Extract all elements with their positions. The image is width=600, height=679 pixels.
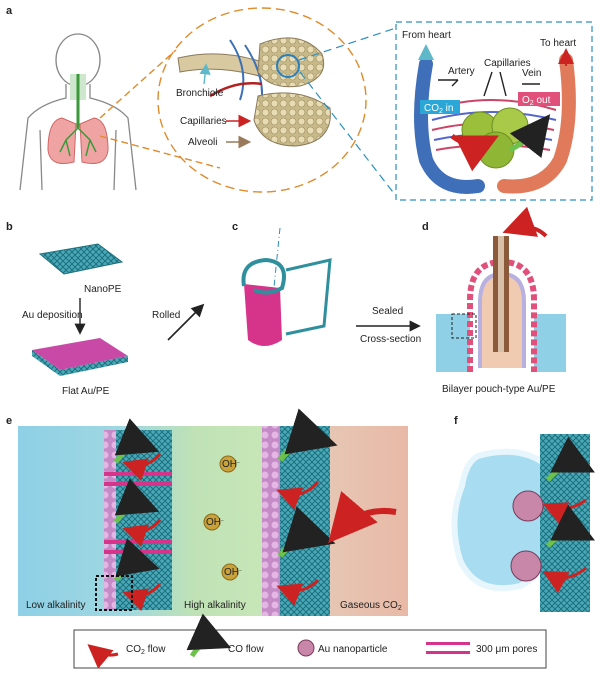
label-o2-out: O2 out — [522, 95, 551, 107]
alveoli-cluster-bottom — [253, 92, 331, 147]
legend-au-icon — [297, 639, 315, 657]
au-nanoparticle-2 — [510, 550, 542, 582]
roll-curl — [241, 257, 286, 295]
panel-label-a: a — [6, 5, 13, 17]
co2-arrow-detail — [450, 133, 499, 172]
flat-au-sheet-base — [32, 350, 128, 376]
co2-arrow-f2 — [542, 566, 587, 594]
legend-pores-icon-bottom — [426, 651, 470, 654]
large-membrane-au-layer — [262, 426, 280, 616]
right-lung — [79, 117, 109, 164]
roll-flap — [285, 258, 332, 336]
label-gaseous-co2: Gaseous CO2 — [340, 600, 402, 612]
label-flat-au: Flat Au/PE — [62, 386, 110, 397]
label-capillaries-detail: Capillaries — [484, 58, 531, 69]
label-cross-section: Cross-section — [360, 334, 421, 345]
legend-au-label: Au nanoparticle — [318, 644, 388, 655]
pore-bar-2 — [104, 482, 172, 486]
alveolus-3 — [477, 131, 515, 169]
au-nanoparticle-1 — [512, 490, 544, 522]
bronchi — [59, 127, 97, 157]
oh-label-1: OH− — [222, 459, 240, 470]
detail-box — [395, 21, 593, 201]
label-artery: Artery — [448, 66, 475, 77]
small-membrane-au-layer — [104, 430, 116, 610]
artery-vessel — [414, 57, 485, 194]
alveoli-cluster-top — [257, 37, 325, 88]
co-arrow-e4 — [277, 408, 338, 462]
magnify-circle — [276, 54, 300, 78]
gaseous-co2-arrow — [328, 491, 397, 544]
legend-co2-icon — [87, 644, 119, 669]
co-arrow-e1 — [113, 418, 160, 464]
label-high-alkalinity: High alkalinity — [184, 600, 246, 611]
label-bilayer-pouch: Bilayer pouch-type Au/PE — [442, 384, 556, 395]
o2-out-box — [518, 92, 560, 106]
co-arrow-f2 — [546, 504, 595, 548]
oh-ion-1 — [219, 455, 237, 473]
detail-label-leaders — [438, 71, 540, 97]
legend-pores-icon-top — [426, 642, 470, 645]
flat-au-sheet-top — [32, 338, 128, 370]
oh-ion-2 — [203, 513, 221, 531]
co-arrow-e2 — [113, 478, 160, 524]
bronchiole-pointer — [199, 63, 211, 85]
oh-ion-3 — [221, 563, 239, 581]
panel-label-b: b — [6, 221, 13, 233]
label-alveoli: Alveoli — [188, 137, 217, 148]
pore-bar-1 — [104, 472, 172, 476]
rolled-arrow — [167, 303, 205, 341]
label-capillaries: Capillaries — [180, 116, 227, 127]
roll-front — [244, 284, 282, 346]
zoom-lines-orange — [99, 49, 221, 169]
vein-vessel — [497, 53, 576, 194]
o2-arrow-detail — [508, 114, 551, 158]
left-lung — [47, 117, 77, 164]
pore-bar-4 — [104, 550, 172, 554]
co2-arrow-e3 — [122, 582, 162, 612]
label-low-alkalinity: Low alkalinity — [26, 600, 85, 611]
legend-co-label: CO flow — [228, 644, 264, 655]
panel-label-f: f — [454, 415, 458, 427]
label-to-heart: To heart — [540, 38, 576, 49]
panel-label-d: d — [422, 221, 429, 233]
co2-inlet-arrow — [502, 206, 548, 238]
co2-arrow-e2 — [122, 518, 162, 548]
co2-in-box — [420, 100, 460, 114]
pore-bar-3 — [104, 540, 172, 544]
zoom-box-d — [451, 313, 477, 339]
label-au-deposition: Au deposition — [22, 310, 83, 321]
red-vessel — [209, 82, 263, 98]
co2-arrow-e1 — [122, 452, 162, 482]
gas-tube-core — [498, 236, 504, 352]
legend-co-icon — [186, 613, 232, 658]
panel-label-e: e — [6, 415, 12, 427]
co2-arrow-e5 — [276, 578, 320, 606]
label-vein: Vein — [522, 68, 541, 79]
co-arrow-e5 — [277, 506, 336, 558]
mesh-f — [540, 434, 590, 612]
label-co2-in: CO2 in — [424, 103, 453, 115]
label-rolled: Rolled — [152, 310, 180, 321]
co2-arrow-e4 — [276, 480, 320, 510]
panel-label-c: c — [232, 221, 238, 233]
label-nanope: NanoPE — [84, 284, 122, 295]
legend-pores-label: 300 μm pores — [476, 644, 537, 655]
zoom-lines-blue — [298, 27, 397, 197]
oh-label-2: OH− — [206, 517, 224, 528]
co-arrow-f1 — [546, 436, 595, 482]
zoom-box-e — [95, 575, 133, 611]
label-bronchiole: Bronchiole — [176, 88, 224, 99]
label-from-heart: From heart — [402, 30, 451, 41]
label-sealed: Sealed — [372, 306, 403, 317]
nanope-sheet — [38, 243, 124, 275]
legend-co2-label: CO2 flow — [126, 644, 166, 656]
oh-label-3: OH− — [224, 567, 242, 578]
zoom-circle — [157, 7, 367, 193]
